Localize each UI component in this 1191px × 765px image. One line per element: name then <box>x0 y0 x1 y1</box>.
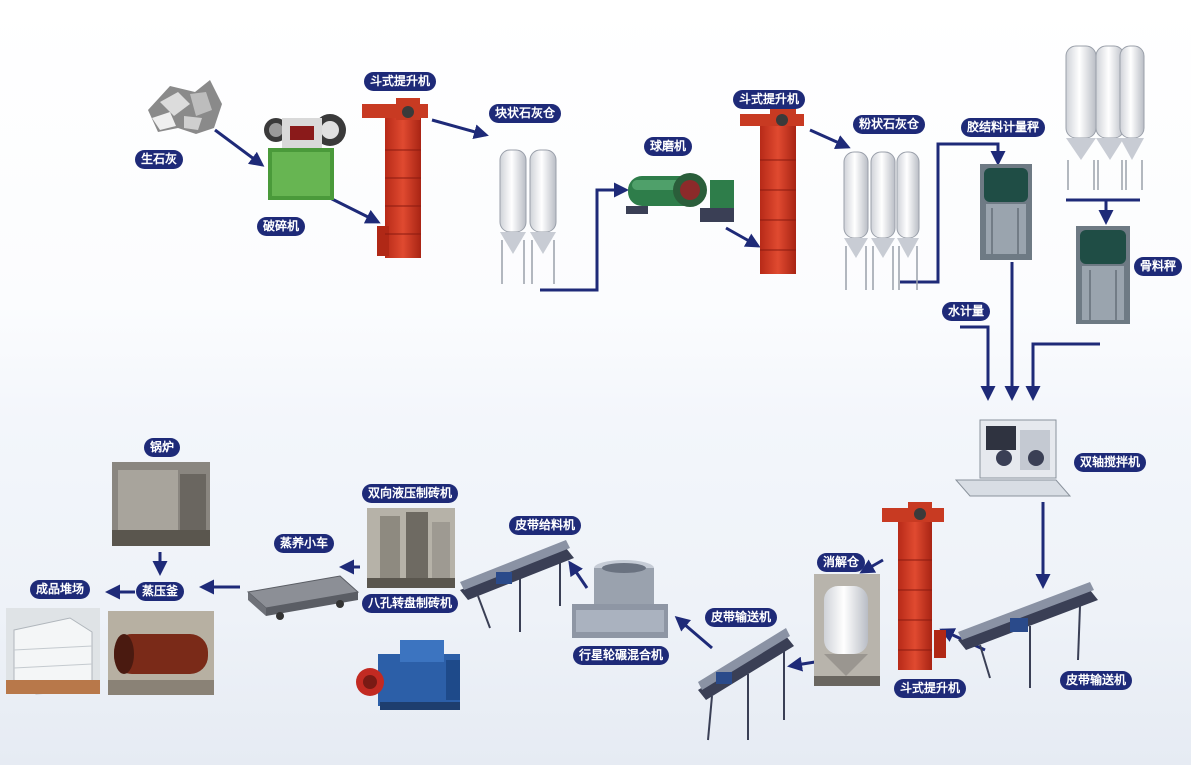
arrow-crusher-to-elevator1 <box>329 196 381 224</box>
label-elevator3: 斗式提升机 <box>894 679 967 698</box>
arrow-ball-mill-to-elevator2 <box>725 226 761 248</box>
label-belt-feeder: 皮带给料机 <box>509 516 582 535</box>
arrow-elevator1-to-lump-silo <box>431 118 489 140</box>
elevator1-illustration <box>362 98 428 258</box>
arrow-aggregate-scale-to-mixer <box>1025 342 1100 401</box>
crusher-illustration <box>264 114 346 200</box>
arrow-lump-silo-to-ball-mill <box>540 182 629 292</box>
ball-mill-illustration <box>626 173 734 222</box>
label-wheel-mixer: 行星轮碾混合机 <box>573 646 670 665</box>
arrow-powder-silo-to-binder-scale <box>900 142 1006 284</box>
label-slaking-silo: 消解仓 <box>817 553 866 572</box>
arrow-water-to-mixer <box>960 325 996 401</box>
binder-scale-illustration <box>980 164 1032 260</box>
autoclave-illustration <box>108 611 214 695</box>
label-finished-yard: 成品堆场 <box>30 580 91 599</box>
elevator2-illustration <box>740 106 804 274</box>
label-autoclave: 蒸压釜 <box>136 582 185 601</box>
arrow-wheel-mixer-to-feeder <box>568 560 589 589</box>
finished-yard-illustration <box>6 608 100 695</box>
label-belt-conveyor1: 皮带输送机 <box>1060 671 1133 690</box>
slaking-silo-illustration <box>814 574 880 686</box>
quicklime-rocks-illustration <box>148 80 222 134</box>
boiler-illustration <box>112 462 210 546</box>
belt-conveyor2-illustration <box>698 628 794 741</box>
label-water-metering: 水计量 <box>942 302 991 321</box>
label-quicklime: 生石灰 <box>135 150 184 169</box>
twin-shaft-mixer-illustration <box>954 419 1072 497</box>
lump-silo-illustration <box>499 149 557 284</box>
label-crusher: 破碎机 <box>257 217 306 236</box>
label-powder-silo: 粉状石灰仓 <box>853 115 926 134</box>
arrow-elevator2-to-powder-silo <box>809 128 851 149</box>
wheel-mixer-illustration <box>572 560 668 638</box>
label-binder-scale: 胶结料计量秤 <box>961 118 1046 137</box>
label-belt-conveyor2: 皮带输送机 <box>705 608 778 627</box>
arrow-slaking-to-conveyor2 <box>787 656 816 672</box>
label-twin-shaft-mixer: 双轴搅拌机 <box>1074 453 1147 472</box>
aggregate-silos-illustration <box>1065 45 1145 190</box>
aggregate-scale-illustration <box>1076 226 1130 324</box>
elevator3-illustration <box>882 502 946 670</box>
arrow-quicklime-to-crusher <box>214 128 265 167</box>
curing-car-illustration <box>246 575 360 620</box>
label-elevator1: 斗式提升机 <box>364 72 437 91</box>
label-rotary-press: 八孔转盘制砖机 <box>362 594 459 613</box>
label-elevator2: 斗式提升机 <box>733 90 806 109</box>
belt-conveyor1-illustration <box>958 582 1098 688</box>
label-lump-silo: 块状石灰仓 <box>489 104 562 123</box>
label-boiler: 锅炉 <box>144 438 181 457</box>
arrow-elevator3-to-slaking-silo <box>859 558 884 574</box>
label-aggregate-scale: 骨料秤 <box>1134 257 1183 276</box>
hydraulic-press-illustration <box>367 508 455 588</box>
arrow-conveyor2-to-wheel-mixer <box>674 616 713 650</box>
label-ball-mill: 球磨机 <box>644 137 693 156</box>
rotary-press-illustration <box>356 640 460 710</box>
belt-feeder-illustration <box>460 540 574 632</box>
label-hydraulic-press: 双向液压制砖机 <box>362 484 459 503</box>
powder-silo-illustration <box>843 151 920 290</box>
label-curing-car: 蒸养小车 <box>274 534 335 553</box>
